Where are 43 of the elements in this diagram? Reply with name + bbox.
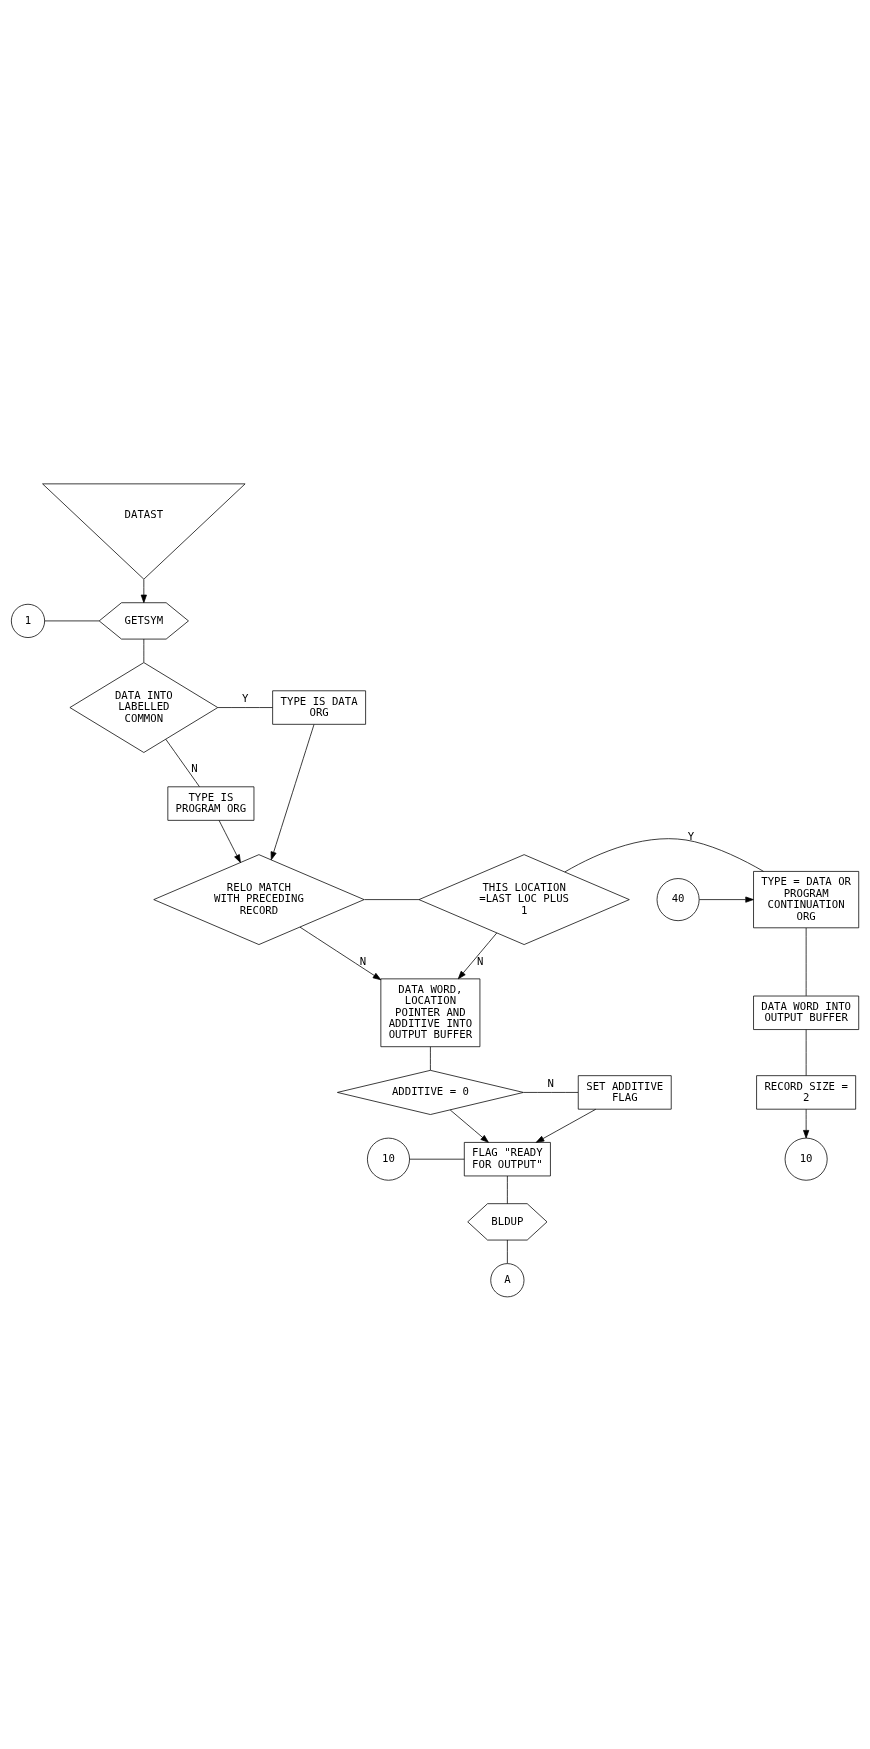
edge-label: Y [241, 692, 249, 706]
arrow [698, 896, 754, 903]
arrow [457, 932, 498, 980]
node-diamond: DATA INTO LABELLED COMMON [69, 662, 219, 753]
connector [507, 1175, 508, 1204]
connector [143, 638, 145, 663]
connector [805, 1029, 807, 1076]
connector [409, 1158, 465, 1160]
node-box: DATA WORD, LOCATION POINTER AND ADDITIVE INTO OUTPUT BUFFER [380, 978, 481, 1048]
connector [44, 620, 100, 622]
node-circle: 1 [10, 603, 45, 638]
node-circle: 40 [656, 878, 700, 922]
connector [507, 1239, 508, 1264]
node-box: DATA WORD INTO OUTPUT BUFFER [753, 995, 860, 1030]
edge-label: N [359, 954, 367, 968]
edge-label: Y [687, 830, 695, 844]
node-box: FLAG "READY FOR OUTPUT" [463, 1142, 551, 1177]
edge-label: N [477, 954, 484, 968]
connector [363, 899, 420, 900]
node-circle: A [490, 1263, 525, 1298]
connector [217, 707, 273, 708]
edge-label: N [191, 762, 198, 776]
node-box: RECORD SIZE = 2 [756, 1075, 857, 1110]
connector [165, 738, 200, 788]
arrow [449, 1109, 489, 1143]
node-diamond: THIS LOCATION =LAST LOC PLUS 1 [418, 854, 630, 945]
node-circle: 10 [784, 1137, 828, 1181]
node-box: TYPE IS PROGRAM ORG [167, 786, 255, 821]
node-circle: 10 [367, 1137, 410, 1181]
node-box: SET ADDITIVE FLAG [577, 1075, 672, 1110]
edge-label: N [547, 1077, 555, 1091]
node-box: TYPE IS DATA ORG [272, 690, 366, 725]
arrow [535, 1108, 597, 1143]
connector [523, 1092, 579, 1093]
connector [564, 838, 764, 873]
connector [430, 1046, 431, 1071]
arrow [270, 724, 315, 861]
arrow [218, 820, 241, 863]
arrow [299, 926, 382, 981]
node-diamond: ADDITIVE = 0 [337, 1069, 524, 1115]
node-box: TYPE = DATA OR PROGRAM CONTINUATION ORG [753, 871, 860, 929]
arrow [803, 1108, 810, 1139]
arrow [140, 579, 147, 604]
